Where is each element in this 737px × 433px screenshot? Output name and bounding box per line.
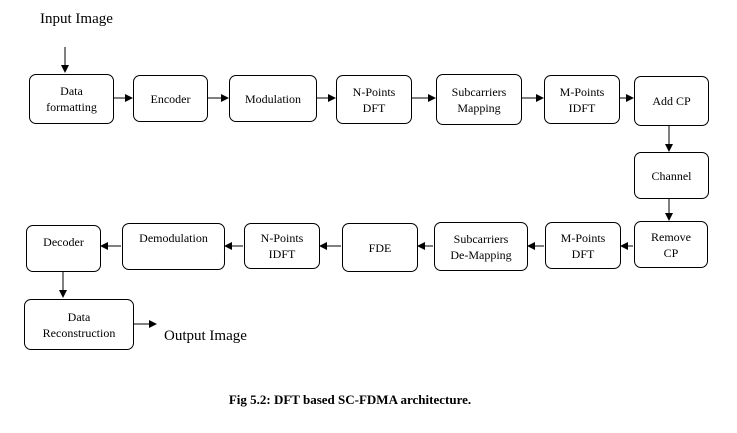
- block-line: DFT: [362, 100, 386, 115]
- block-line: FDE: [368, 240, 392, 255]
- block-line: Demodulation: [139, 231, 208, 245]
- block-line: M-Points: [560, 230, 606, 245]
- block-decoder: Decoder: [26, 225, 101, 272]
- block-line: Mapping: [457, 100, 501, 115]
- block-data-formatting: Data formatting: [29, 74, 114, 124]
- block-modulation: Modulation: [229, 75, 317, 122]
- block-line: Reconstruction: [42, 325, 116, 340]
- output-image-label: Output Image: [164, 328, 247, 344]
- figure-caption: Fig 5.2: DFT based SC-FDMA architecture.: [228, 392, 472, 407]
- block-line: IDFT: [268, 247, 296, 261]
- block-line: Subcarriers: [453, 231, 509, 246]
- block-line: Add CP: [652, 94, 691, 108]
- block-line: Decoder: [43, 235, 84, 249]
- block-encoder: Encoder: [133, 75, 208, 122]
- block-fde: FDE: [342, 223, 418, 272]
- block-line: DFT: [571, 246, 595, 261]
- block-line: IDFT: [568, 100, 596, 115]
- block-line: Data: [60, 84, 83, 98]
- input-image-label: Input Image: [40, 11, 113, 27]
- block-line: Remove: [651, 229, 691, 244]
- block-line: CP: [663, 245, 679, 260]
- block-line: formatting: [46, 100, 97, 114]
- block-add-cp: Add CP: [634, 76, 709, 126]
- block-line: Subcarriers: [451, 84, 507, 99]
- block-line: Channel: [651, 168, 692, 183]
- block-line: M-Points: [559, 84, 605, 99]
- block-line: N-Points: [352, 84, 396, 99]
- block-line: Modulation: [245, 91, 301, 106]
- block-line: De-Mapping: [450, 247, 512, 262]
- block-line: N-Points: [260, 231, 304, 245]
- block-demodulation: Demodulation: [122, 223, 225, 270]
- block-channel: Channel: [634, 152, 709, 199]
- block-line: Data: [67, 309, 91, 324]
- block-line: Encoder: [150, 91, 191, 106]
